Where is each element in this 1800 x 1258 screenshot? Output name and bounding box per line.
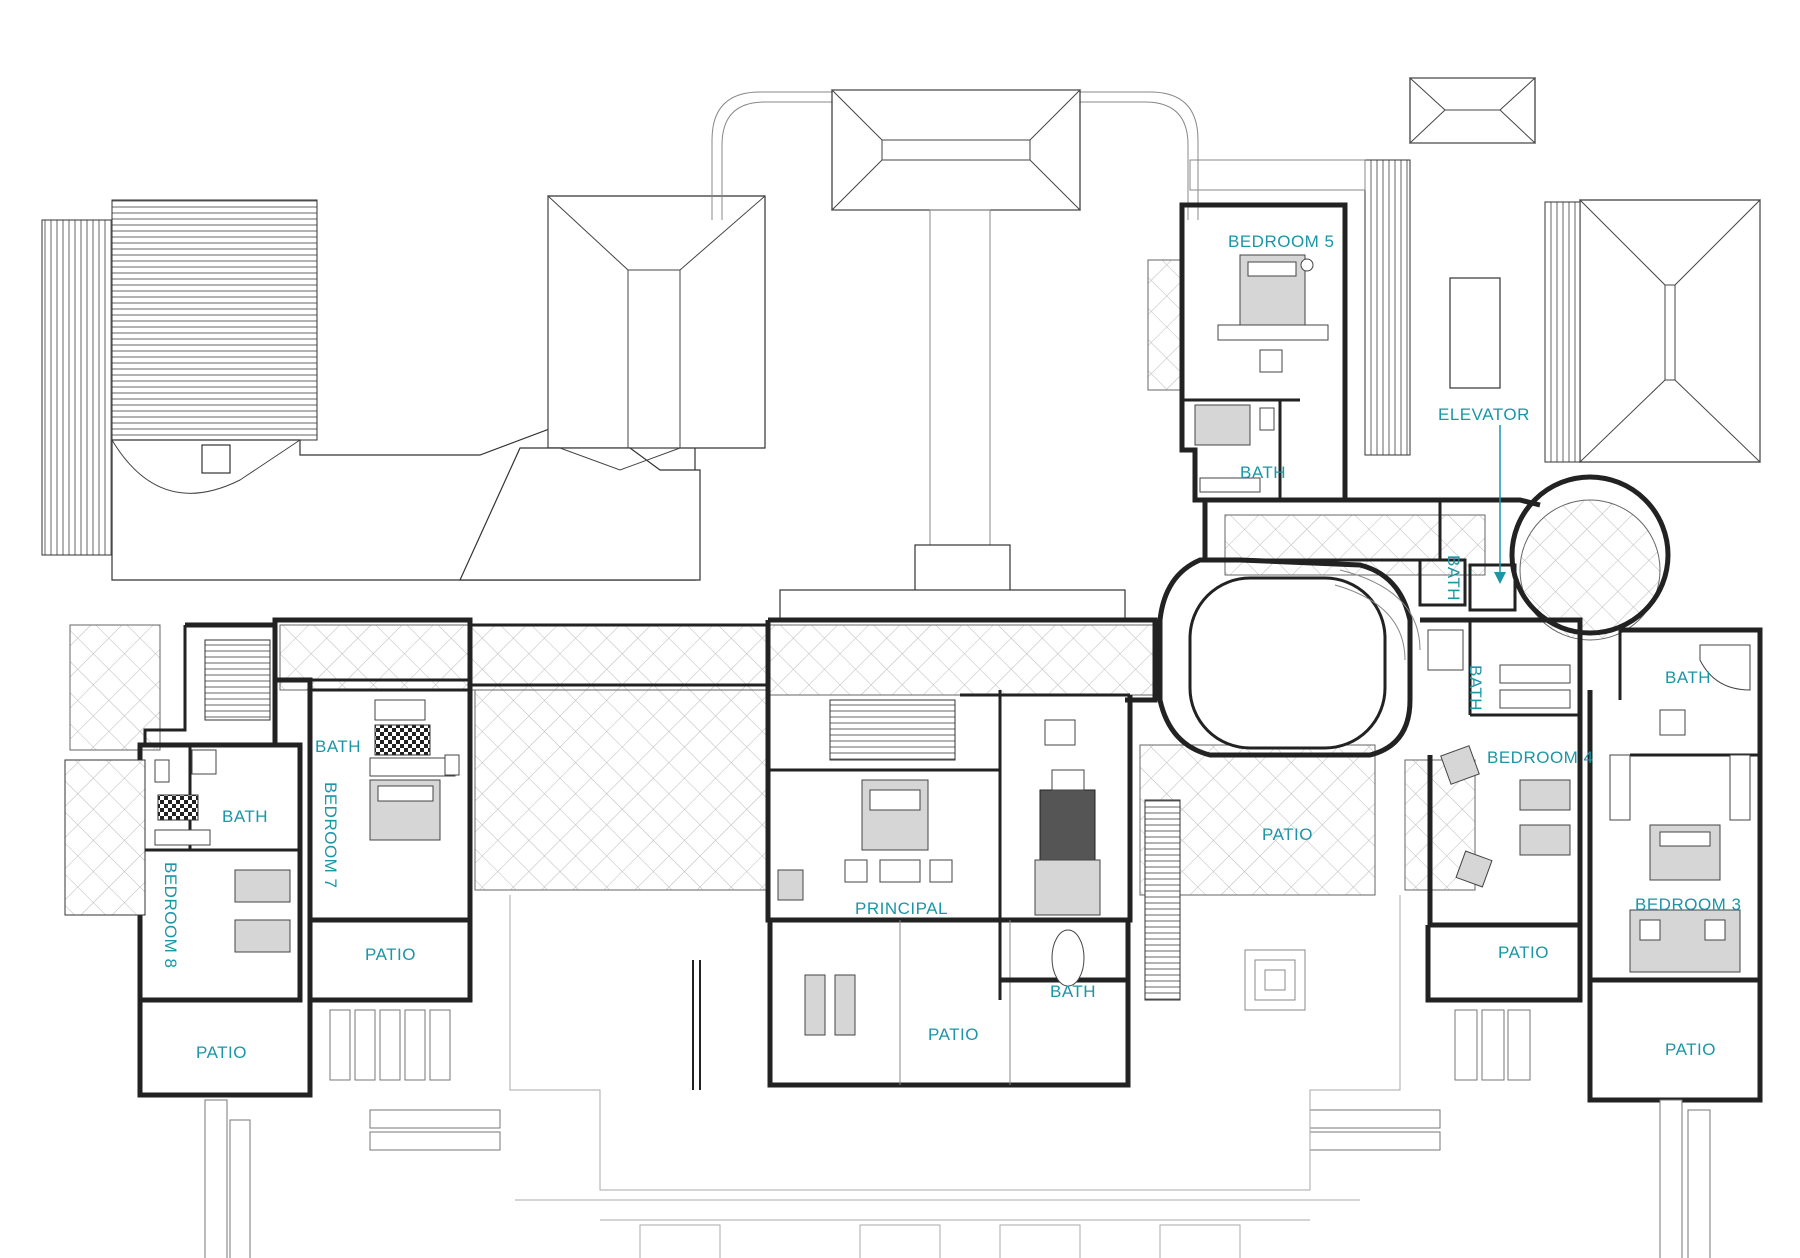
bedroom7-furniture (369, 699, 460, 841)
top-roof-block (831, 89, 1081, 211)
label-patio-bedroom-3: PATIO (1665, 1040, 1716, 1059)
main-walls (64, 202, 1763, 1103)
label-patio-principal: PATIO (928, 1025, 979, 1044)
bedroom8-furniture (154, 749, 291, 953)
label-bedroom-3: BEDROOM 3 (1635, 895, 1742, 914)
label-bedroom-8: BEDROOM 8 (161, 862, 180, 969)
label-bath-bedroom-5: BATH (1240, 463, 1286, 482)
terraces (64, 499, 1661, 911)
label-bedroom-5: BEDROOM 5 (1228, 232, 1335, 251)
left-chimney (201, 444, 231, 474)
central-courtyard (1157, 557, 1421, 758)
label-bath-bedroom-3: BATH (1665, 668, 1711, 687)
garden-paths (204, 799, 1711, 1258)
bedroom5-deck-left (1147, 259, 1181, 391)
right-stair-roof (1544, 201, 1581, 463)
label-bath-bedroom-7: BATH (315, 737, 361, 756)
label-principal: PRINCIPAL (855, 899, 948, 918)
bedroom5-furniture (1194, 254, 1329, 493)
roof-outline (41, 77, 1761, 621)
label-bedroom-7: BEDROOM 7 (321, 782, 340, 889)
label-bath-principal: BATH (1050, 982, 1096, 1001)
hip-roof-right (1579, 199, 1761, 463)
hip-roof-left (547, 195, 766, 449)
elevator-arrow-head (1494, 572, 1506, 584)
left-pavers (204, 1009, 1711, 1258)
bedroom5-deck-right (1364, 159, 1411, 456)
room-labels: BEDROOM 5 BATH ELEVATOR BATH BATH BEDROO… (161, 232, 1742, 1062)
label-elevator: ELEVATOR (1438, 405, 1530, 424)
bedroom4-furniture (1427, 629, 1571, 888)
principal-furniture (777, 699, 1101, 1036)
left-stair-roof (41, 219, 113, 556)
label-patio-bedroom-8: PATIO (196, 1043, 247, 1062)
label-patio-center-right: PATIO (1262, 825, 1313, 844)
label-bath-bedroom-4: BATH (1466, 665, 1485, 711)
label-bedroom-4: BEDROOM 4 (1487, 748, 1594, 767)
label-patio-bedroom-7: PATIO (365, 945, 416, 964)
bedroom3-furniture (1609, 644, 1751, 973)
label-patio-bedroom-4: PATIO (1498, 943, 1549, 962)
left-striped-roof (111, 199, 318, 441)
left-awning (64, 759, 146, 916)
label-bath-bedroom-8: BATH (222, 807, 268, 826)
label-bath-elevator: BATH (1444, 555, 1463, 601)
